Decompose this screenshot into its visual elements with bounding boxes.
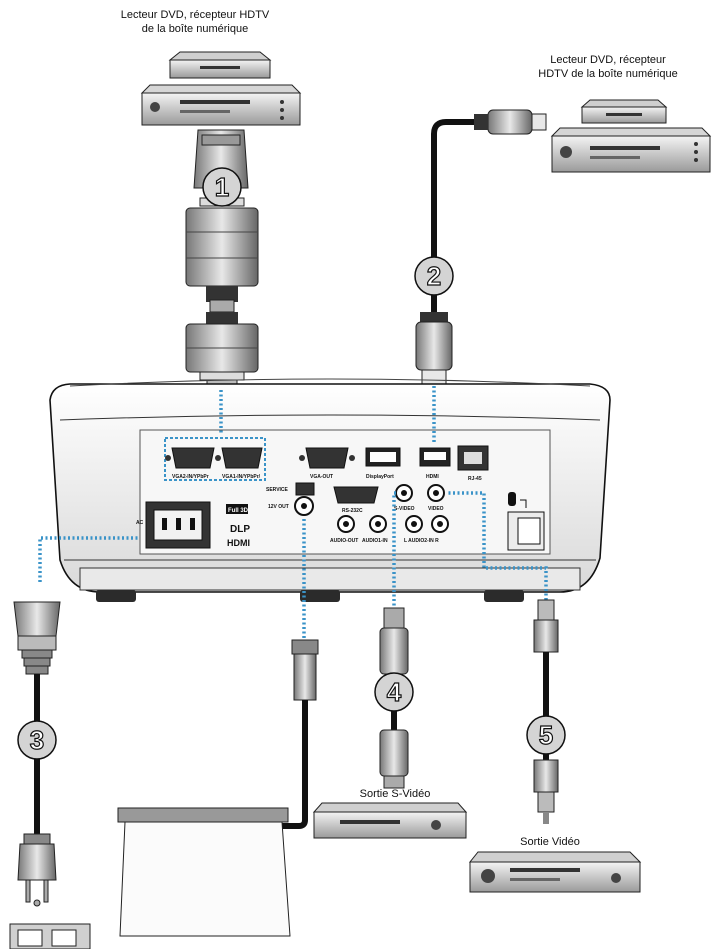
rj45-port: RJ-45 [457, 445, 489, 482]
hdmi-port: HDMI [419, 447, 451, 480]
displayport-label: DisplayPort [366, 474, 394, 480]
screen-cable [200, 639, 319, 829]
ac-label: AC [136, 520, 144, 526]
svideo-source-device [312, 802, 468, 839]
cable-number-5-text: 5 [539, 720, 553, 750]
projector: VGA2-IN/YPbPr VGA1-IN/YPbPr/ VGA-OUT Dis… [49, 378, 611, 602]
cable-number-5: 5 [526, 715, 566, 755]
full3d-text: Full 3D [228, 508, 249, 514]
rs232c-port [333, 486, 379, 504]
dvd-player-top-right [550, 99, 712, 173]
rs232c-label: RS-232C [342, 508, 363, 514]
svideo-label: S-VIDEO [394, 506, 415, 512]
cable-number-3: 3 [17, 720, 57, 760]
vga-out-label: VGA-OUT [310, 474, 333, 480]
wall-outlet [9, 923, 91, 949]
vga2-in-port: VGA2-IN/YPbPr [165, 447, 221, 480]
dvd-player-top-left [140, 51, 302, 126]
vga1-in-label: VGA1-IN/YPbPr/ [222, 474, 261, 480]
cable-number-4-text: 4 [387, 677, 402, 707]
cable-number-2-text: 2 [427, 261, 441, 291]
rj45-label: RJ-45 [468, 476, 482, 482]
cable-5-video [533, 599, 559, 824]
projection-screen [117, 807, 291, 937]
audio2-in-label: L AUDIO2-IN R [404, 538, 439, 544]
caption-top-right-line1: Lecteur DVD, récepteur [550, 54, 666, 66]
caption-svideo-out: Sortie S-Vidéo [359, 788, 431, 800]
caption-top-left-line2: de la boîte numérique [141, 23, 249, 35]
cable-number-2: 2 [414, 256, 454, 296]
ac-inlet [145, 501, 211, 549]
cable-number-badges: 1 2 3 4 5 [17, 167, 566, 760]
full3d-logo: Full 3D [226, 504, 249, 514]
connection-lines [38, 386, 548, 640]
cable-number-1: 1 [202, 167, 242, 207]
cable-number-4: 4 [374, 672, 414, 712]
dlp-text: DLP [230, 524, 250, 535]
hdmi-logo: HDMI [227, 538, 250, 548]
caption-top-left: Lecteur DVD, récepteur HDTV de la boîte … [110, 8, 280, 36]
video-source-device [468, 851, 642, 893]
cable-number-3-text: 3 [30, 725, 44, 755]
vga1-in-port: VGA1-IN/YPbPr/ [221, 447, 263, 480]
vga2-in-label: VGA2-IN/YPbPr [172, 474, 209, 480]
displayport-port: DisplayPort [365, 447, 401, 480]
audio-out-label: AUDIO-OUT [330, 538, 358, 544]
12v-out-label: 12V OUT [268, 504, 289, 510]
lock-slot [508, 492, 516, 506]
service-port [295, 482, 315, 496]
hdmi-port-label: HDMI [426, 474, 439, 480]
vga-out-port: VGA-OUT [299, 447, 355, 480]
caption-top-right-line2: HDTV de la boîte numérique [538, 68, 678, 80]
cable-4-svideo [379, 607, 409, 789]
cable-2-hdmi [415, 109, 547, 385]
caption-video-out: Sortie Vidéo [520, 836, 580, 848]
caption-top-right: Lecteur DVD, récepteur HDTV de la boîte … [528, 53, 688, 81]
service-label: SERVICE [266, 487, 289, 493]
caption-top-left-line1: Lecteur DVD, récepteur HDTV [120, 9, 270, 21]
video-label: VIDEO [428, 506, 444, 512]
cable-3-power [13, 601, 61, 907]
audio1-in-label: AUDIO1-IN [362, 538, 388, 544]
cable-number-1-text: 1 [215, 172, 229, 202]
dlp-logo: DLP [230, 524, 250, 535]
